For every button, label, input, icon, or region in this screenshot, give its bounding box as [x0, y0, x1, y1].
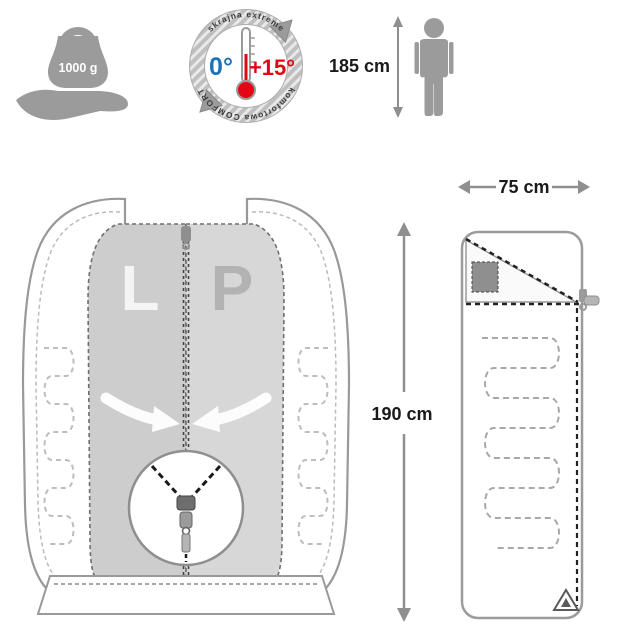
magnifier-zipper-detail	[150, 464, 222, 562]
length-arrow: 190 cm	[371, 222, 433, 622]
fold-arrow-left-icon	[100, 392, 180, 432]
thermometer-icon	[236, 27, 256, 100]
brand-logo-icon	[552, 588, 580, 611]
temp-extreme-value: 0°	[209, 53, 233, 81]
closed-bag-zipper-line	[465, 237, 580, 606]
right-flap-stitching	[251, 211, 337, 591]
fold-arrow-right-icon	[192, 392, 272, 432]
open-bag-bottom-fold	[36, 575, 336, 615]
temperature-badge: skrajna extreme komfortowa COMFORT 0° +1…	[189, 9, 303, 123]
width-arrow: 75 cm	[458, 177, 590, 197]
temp-ring-outer-edge	[189, 9, 303, 123]
weight-value: 1000 g	[59, 61, 98, 75]
person-height-value: 185 cm	[329, 56, 390, 76]
temp-comfort-value: +15°	[249, 55, 295, 80]
closed-bag-hang-loop	[583, 295, 600, 306]
right-flap-quilt-stitching	[297, 347, 329, 545]
closed-bag-quilt-stitching	[482, 337, 560, 549]
panel-letter-left: L	[120, 252, 159, 324]
closed-bag-pocket	[471, 261, 499, 293]
temp-arrow-up-icon	[269, 19, 293, 43]
open-bag-diagram: L P	[21, 197, 351, 615]
person-body	[420, 39, 448, 116]
person-arm-right	[449, 42, 454, 74]
weight-icon	[48, 36, 108, 88]
left-flap-stitching	[35, 211, 121, 591]
closed-bag-diagram	[460, 230, 600, 620]
zipper-magnifier	[127, 449, 245, 567]
temp-ring	[189, 9, 303, 123]
person-icon	[424, 18, 444, 38]
person-height-spec: 185 cm	[329, 16, 454, 118]
person-arm-left	[414, 42, 419, 74]
zipper-line	[182, 228, 190, 578]
panel-letter-right: P	[211, 252, 254, 324]
closed-bag-body	[460, 230, 584, 620]
left-flap-quilt-stitching	[43, 347, 75, 545]
bag-width-value: 75 cm	[498, 177, 549, 197]
temp-arrow-down-icon	[199, 89, 223, 113]
bag-length-value: 190 cm	[371, 404, 432, 424]
height-arrow	[393, 16, 403, 118]
zipper-slider-top-icon	[181, 226, 191, 250]
hand-icon	[16, 89, 128, 120]
weight-spec: 1000 g	[16, 27, 128, 120]
